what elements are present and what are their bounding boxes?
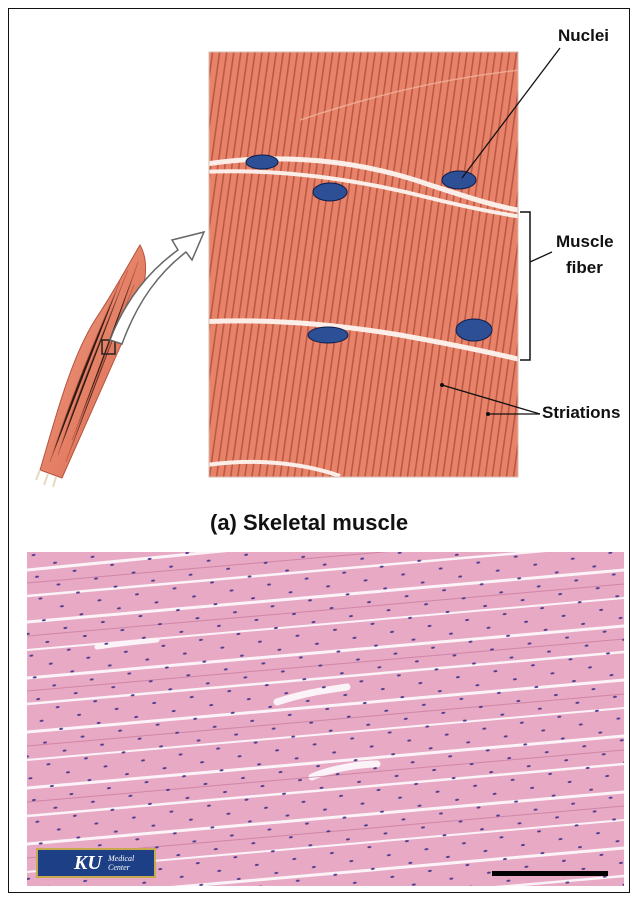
whole-muscle-drawing: [36, 245, 146, 487]
striations-label: Striations: [542, 403, 620, 423]
muscle-fiber-label-line1: Muscle: [556, 232, 614, 252]
skeletal-muscle-illustration: [0, 0, 638, 550]
figure-caption: (a) Skeletal muscle: [210, 510, 408, 536]
histology-micrograph: [27, 552, 624, 886]
muscle-fiber-bracket: [520, 212, 530, 360]
nuclei-label: Nuclei: [558, 26, 609, 46]
scale-bar: [492, 871, 608, 876]
muscle-fiber-block: [200, 52, 530, 477]
muscle-fiber-label-line2: fiber: [566, 258, 603, 278]
